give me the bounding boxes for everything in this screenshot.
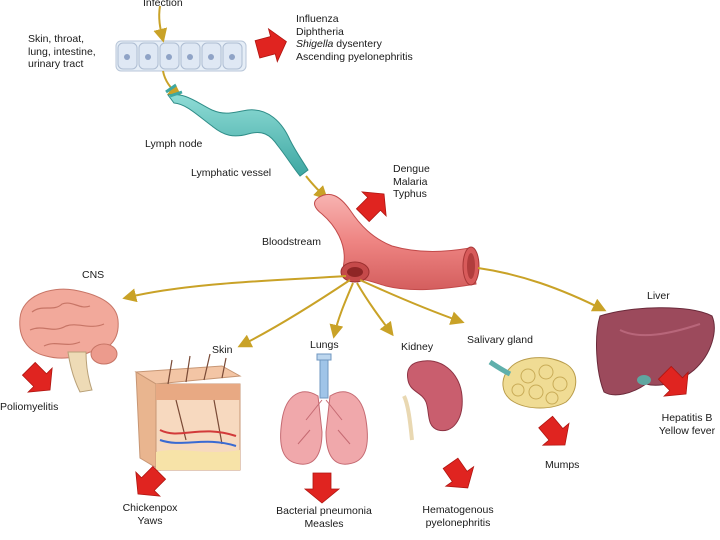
liver-illustration	[596, 307, 715, 396]
salivary-gland-label: Salivary gland	[467, 334, 533, 346]
salivary-gland-illustration	[488, 357, 577, 409]
disease-label: Influenza	[296, 13, 339, 25]
kidney-illustration	[402, 360, 463, 441]
lymph-to-blood-arrow	[305, 175, 328, 200]
disease-label: Yaws	[137, 514, 163, 527]
epithelial-cells	[115, 40, 247, 72]
entry-site-line: Skin, throat,	[28, 33, 85, 45]
skin-illustration	[134, 353, 242, 471]
blood-diseases-list: Dengue Malaria Typhus	[393, 163, 430, 201]
cns-label: CNS	[82, 269, 105, 281]
salivary-disease-label: Mumps	[545, 459, 580, 471]
disease-label: Yellow fever	[658, 424, 716, 437]
lungs-illustration	[280, 353, 368, 465]
disease-label: Chickenpox	[122, 502, 178, 514]
disease-label: Dengue	[393, 163, 430, 175]
bloodstream-label: Bloodstream	[262, 236, 321, 248]
disease-label: Hepatitis B	[661, 412, 713, 424]
arrow-lungs-diseases	[304, 472, 340, 504]
local-diseases-list: Influenza Diphtheria Shigella dysentery …	[296, 13, 413, 63]
kidney-label: Kidney	[401, 341, 434, 353]
lymphatic-vessel-label: Lymphatic vessel	[191, 167, 272, 179]
arrow-kidney-diseases	[436, 453, 483, 499]
disease-genus: Shigella	[296, 38, 334, 50]
disease-label: Typhus	[393, 188, 427, 200]
lungs-diseases-list: Bacterial pneumonia Measles	[268, 505, 380, 530]
disease-label: Bacterial pneumonia	[276, 505, 372, 517]
cns-disease-label: Poliomyelitis	[0, 401, 59, 413]
arrow-local-diseases	[252, 24, 292, 67]
entry-site-line: urinary tract	[28, 58, 84, 70]
skin-diseases-list: Chickenpox Yaws	[118, 502, 182, 527]
brain-illustration	[19, 288, 119, 393]
disease-label: Ascending pyelonephritis	[296, 50, 413, 63]
lymphatic-vessel	[165, 83, 309, 177]
disease-label: Shigella dysentery	[296, 38, 413, 51]
kidney-diseases-list: Hematogenous pyelonephritis	[410, 504, 506, 529]
arrow-cns-disease	[16, 356, 63, 403]
lymph-node-label: Lymph node	[145, 138, 203, 150]
dissemination-arrows	[122, 267, 607, 348]
entry-site-line: lung, intestine,	[28, 45, 96, 58]
disease-name-rest: dysentery	[333, 38, 382, 50]
liver-diseases-list: Hepatitis B Yellow fever	[654, 412, 720, 437]
disease-label: Measles	[304, 517, 344, 530]
lungs-label: Lungs	[310, 339, 339, 351]
arrow-salivary-disease	[532, 410, 579, 457]
disease-label: Diphtheria	[296, 25, 344, 38]
infection-label: Infection	[143, 0, 183, 9]
blood-vessel	[314, 194, 480, 291]
skin-label: Skin	[212, 344, 233, 356]
disease-label: pyelonephritis	[425, 516, 491, 529]
entry-sites-label: Skin, throat, lung, intestine, urinary t…	[28, 33, 96, 71]
disease-label: Hematogenous	[422, 504, 494, 516]
disease-label: Malaria	[393, 175, 428, 188]
liver-label: Liver	[647, 290, 670, 302]
